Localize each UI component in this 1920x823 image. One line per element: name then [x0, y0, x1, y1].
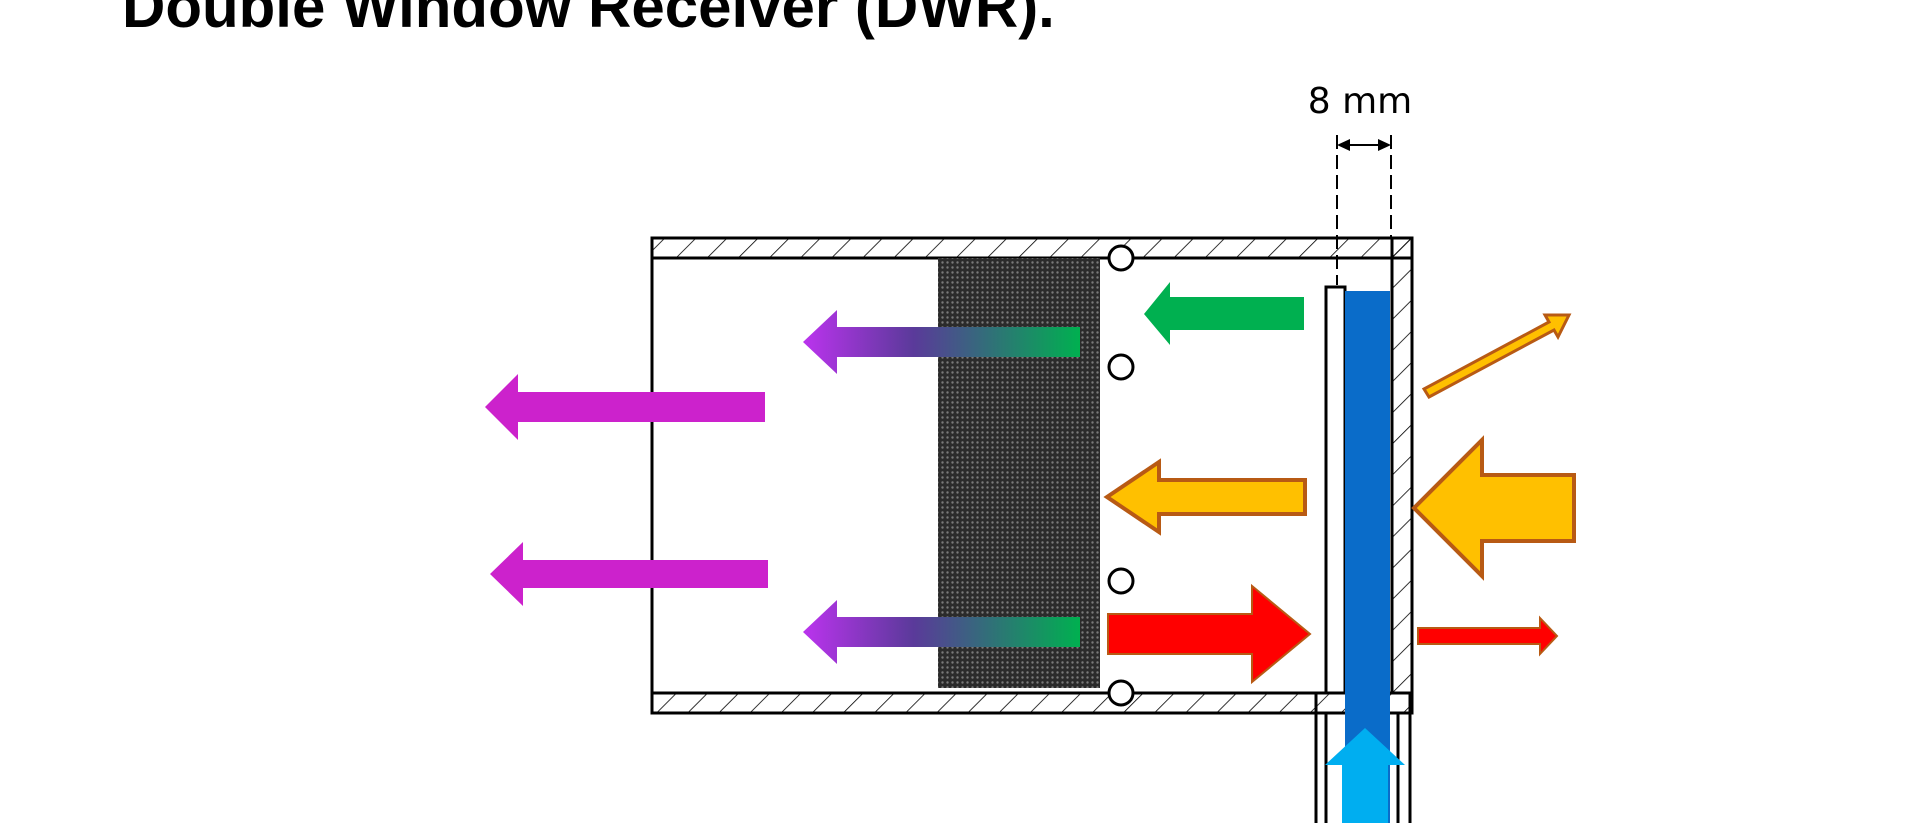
receiver-housing [650, 236, 1414, 715]
slide-title: Double Window Receiver (DWR). [122, 0, 1055, 40]
air-inlet-holes [1107, 244, 1135, 707]
coolant-riser [1314, 691, 1412, 823]
window-gap-dimension-label: 8 mm [1307, 81, 1413, 122]
transmitted-solar-arrow-icon [1103, 458, 1307, 536]
hole-top [1107, 244, 1135, 272]
window-gap-dimension [1336, 135, 1392, 285]
bottom-wall [650, 691, 1414, 715]
absorber-gradient-arrow-icon-lower [803, 600, 1080, 664]
coolant-inflow-arrow-icon [1325, 728, 1405, 823]
transmitted-visible-arrow-icon [1144, 282, 1304, 345]
absorber-gradient-arrow-icon-upper [803, 310, 1080, 374]
inner-window [1324, 285, 1347, 695]
hole-upper [1107, 353, 1135, 381]
concentrated-solar-inflow-arrow-icon [1411, 435, 1576, 581]
dimension-arrowhead-right [1378, 139, 1391, 151]
heated-air-outflow-arrow-icon-lower [490, 542, 768, 606]
dimension-arrowhead-left [1337, 139, 1350, 151]
heated-air-outflow-arrow-icon-upper [485, 374, 765, 440]
infrared-loss-arrow-icon [1417, 615, 1559, 657]
hole-bottom [1107, 679, 1135, 707]
top-wall [650, 236, 1414, 260]
reflected-radiation-arrow-icon [1421, 313, 1572, 399]
right-wall-upper [1390, 236, 1414, 695]
infrared-emission-arrow-icon [1107, 583, 1312, 685]
hole-lower [1107, 567, 1135, 595]
